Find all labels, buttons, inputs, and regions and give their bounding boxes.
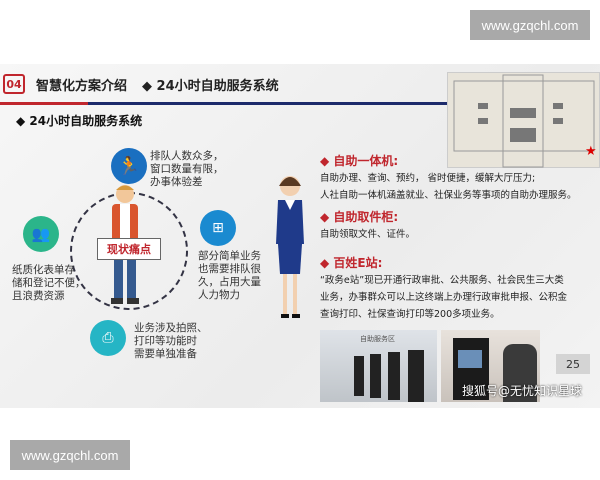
floor-plan-drawing: ★ [453, 74, 597, 168]
pain-points-label: 现状痛点 [97, 238, 161, 260]
section-title: ◆ 24小时自助服务系统 [16, 114, 143, 128]
text-line: 办事体验差 [150, 176, 203, 188]
text-line: 久，占用大量 [198, 276, 261, 288]
man-illustration [111, 185, 139, 304]
text-line: 纸质化表单存 [12, 264, 75, 276]
floor-plan-image: ★ [447, 72, 600, 168]
text-line: 业务涉及拍照、 [134, 322, 208, 334]
slide: 04 智慧化方案介绍 ◆ 24小时自助服务系统 ★ ◆ 24小时自助服务系统 现… [0, 64, 600, 408]
watermark-top: www.gzqchl.com [470, 10, 590, 40]
text-line: “政务e站”现已开通行政审批、公共服务、社会民生三大类 [320, 275, 564, 286]
service-title-kiosk: ◆ 自助一体机: [320, 154, 399, 168]
service-desc-kiosk: 自助办理、查询、预约， 省时便捷，缓解大厅压力; 人社自助一体机涵盖就业、社保业务… [320, 170, 595, 204]
header-subtitle: ◆ 24小时自助服务系统 [142, 79, 279, 94]
text-line: 需要单独准备 [134, 348, 197, 360]
text-line: 自助办理、查询、预约， 省时便捷，缓解大厅压力; [320, 173, 536, 184]
people-group-icon: 👥 [23, 216, 59, 252]
header-divider-red [0, 102, 88, 105]
pain-point-1: 排队人数众多，窗口数量有限，办事体验差 [150, 150, 224, 189]
pain-point-4: 纸质化表单存储和登记不便，且浪费资源 [12, 264, 86, 303]
service-title-estation: ◆ 百姓E站: [320, 256, 383, 270]
kiosk-user-photo [441, 330, 540, 402]
text-line: 业务，办事群众可以上这终端上办理行政审批申报、公积金 [320, 292, 568, 303]
header-divider-blue [88, 102, 600, 105]
header-title: 智慧化方案介绍 [36, 79, 128, 94]
service-desc-locker: 自助领取文件、证件。 [320, 226, 595, 243]
printer-icon: ⎙ [90, 320, 126, 356]
text-line: 部分简单业务 [198, 250, 261, 262]
text-line: 且浪费资源 [12, 290, 65, 302]
watermark-bottom: www.gzqchl.com [10, 440, 130, 470]
text-line: 窗口数量有限， [150, 163, 224, 175]
service-woman-illustration [276, 176, 304, 318]
text-line: 储和登记不便， [12, 277, 86, 289]
text-line: 查询打印、社保查询打印等200多项业务。 [320, 309, 500, 320]
text-line: 人力物力 [198, 289, 240, 301]
slide-header: 04 智慧化方案介绍 ◆ 24小时自助服务系统 [0, 64, 600, 102]
pain-point-2: 部分简单业务也需要排队很久，占用大量人力物力 [198, 250, 261, 302]
pain-point-3: 业务涉及拍照、打印等功能时需要单独准备 [134, 322, 208, 361]
text-line: 也需要排队很 [198, 263, 261, 275]
location-star-icon: ★ [585, 144, 597, 159]
kiosk-row-photo: 自助服务区 [320, 330, 437, 402]
network-icon: ⊞ [200, 210, 236, 246]
text-line: 人社自助一体机涵盖就业、社保业务等事项的自助办理服务。 [320, 190, 577, 201]
text-line: 排队人数众多， [150, 150, 224, 162]
text-line: 自助领取文件、证件。 [320, 229, 416, 240]
photo-sign: 自助服务区 [360, 335, 395, 343]
source-watermark: 搜狐号@无忧知识星球 [462, 384, 583, 398]
text-line: 打印等功能时 [134, 335, 197, 347]
page-number: 25 [556, 354, 590, 374]
section-number: 04 [3, 74, 25, 94]
running-person-icon: 🏃 [111, 148, 147, 184]
service-desc-estation: “政务e站”现已开通行政审批、公共服务、社会民生三大类业务，办事群众可以上这终端… [320, 272, 595, 323]
service-title-locker: ◆ 自助取件柜: [320, 210, 399, 224]
